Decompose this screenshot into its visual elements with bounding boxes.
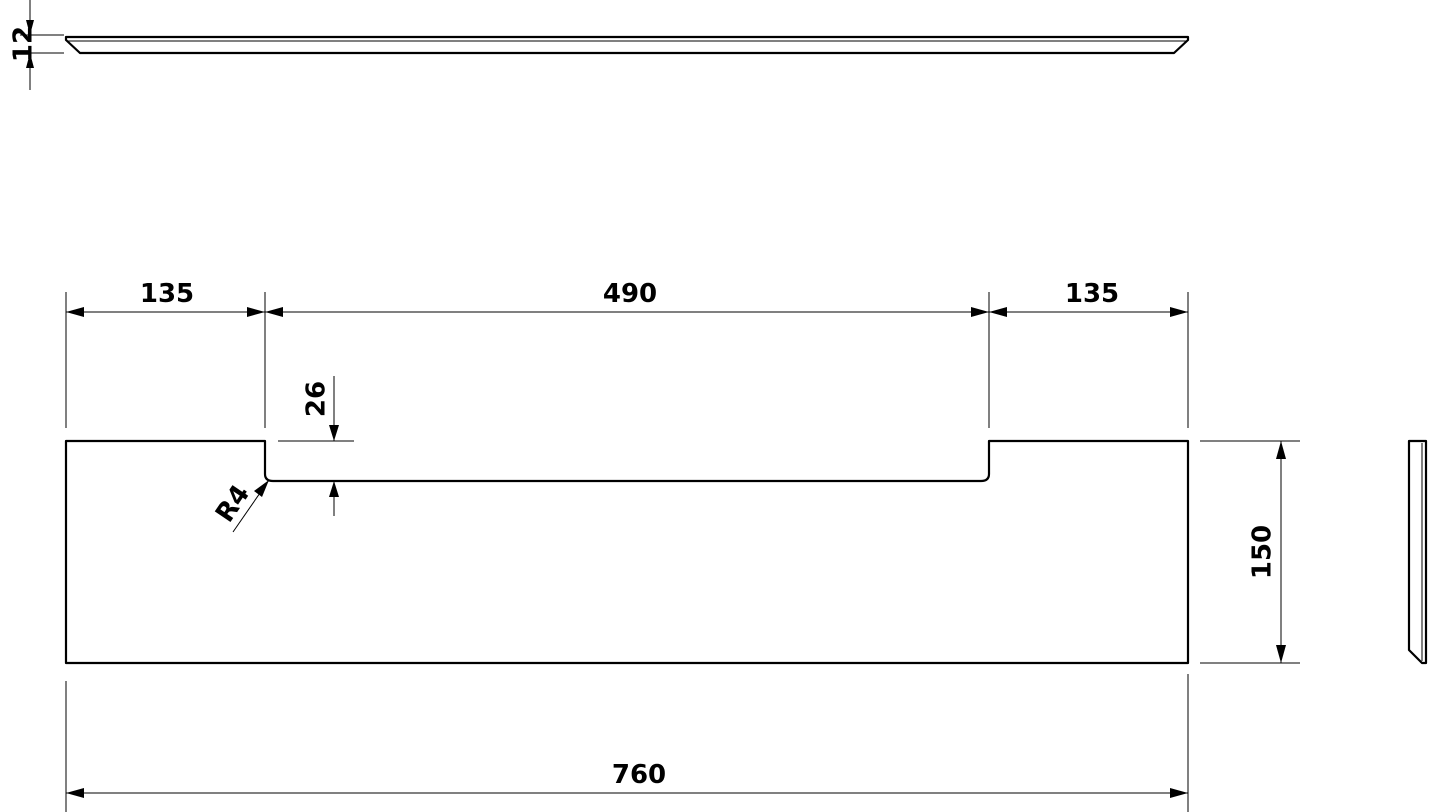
panel-outline	[64, 439, 1190, 665]
dimension-thickness: 12	[8, 0, 64, 90]
dimension-corner-radius: R4	[210, 480, 270, 533]
dim-label-thickness: 12	[8, 26, 38, 62]
side-edge-view	[1407, 439, 1428, 665]
arrowhead	[26, 53, 34, 68]
arrowhead	[1170, 307, 1188, 317]
dimension-cutout-depth: 26	[278, 376, 354, 516]
dimension-left-segment: 135	[66, 279, 265, 317]
dim-label-corner-radius: R4	[210, 480, 256, 528]
dim-label-total-width: 760	[612, 760, 666, 790]
side-profile	[1407, 439, 1428, 665]
dimension-height: 150	[1200, 440, 1300, 664]
arrowhead	[254, 480, 269, 497]
arrowhead	[329, 425, 339, 441]
arrowhead	[989, 307, 1007, 317]
arrowhead	[265, 307, 283, 317]
arrowhead	[247, 307, 265, 317]
dim-label-height: 150	[1247, 525, 1277, 579]
arrowhead	[329, 481, 339, 497]
arrowhead	[26, 20, 34, 35]
arrowhead	[1276, 441, 1286, 459]
arrowhead	[1276, 645, 1286, 663]
front-view-panel	[64, 439, 1190, 665]
edge-profile	[64, 35, 1190, 55]
top-edge-view	[64, 35, 1190, 55]
dim-label-cutout-width: 490	[603, 279, 657, 309]
dim-label-right-segment: 135	[1065, 279, 1119, 309]
arrowhead	[66, 307, 84, 317]
dimension-right-segment: 135	[989, 279, 1188, 317]
dim-label-left-segment: 135	[140, 279, 194, 309]
extension-lines-top	[65, 292, 1189, 428]
arrowhead	[971, 307, 989, 317]
dimension-cutout-width: 490	[265, 279, 989, 317]
arrowhead	[1170, 788, 1188, 798]
dim-label-cutout-depth: 26	[301, 381, 331, 417]
arrowhead	[66, 788, 84, 798]
dimension-total-width: 760	[65, 674, 1189, 812]
